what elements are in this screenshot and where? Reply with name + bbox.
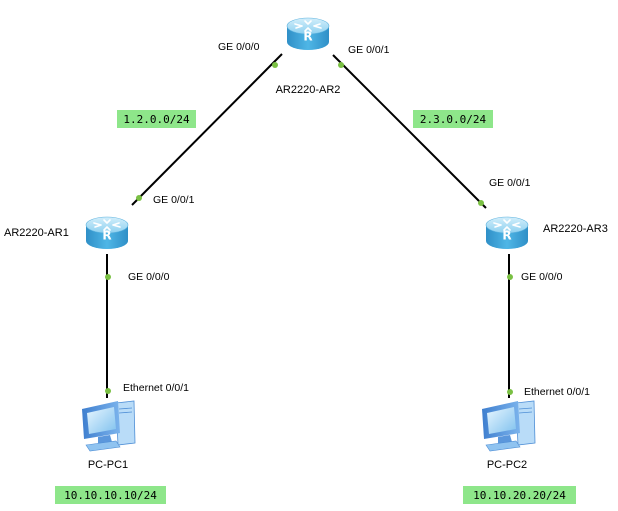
port-label-pc1-eth: Ethernet 0/0/1: [123, 382, 189, 394]
subnet-ar2-ar3-label: 2.3.0.0/24: [420, 113, 487, 126]
device-name-ar3: AR2220-AR3: [543, 223, 608, 235]
router-ar1[interactable]: AR2220-AR1: [4, 216, 129, 250]
port-label-ar2-ge000: GE 0/0/0: [218, 41, 260, 53]
link-ar1-ar2[interactable]: [131, 53, 283, 206]
pc-pc1[interactable]: PC-PC1: [81, 400, 136, 471]
port-dot-ar3-ge001: [478, 200, 484, 206]
port-dot-pc1-eth: [105, 388, 111, 394]
router-icon: [485, 216, 529, 250]
device-name-ar2: AR2220-AR2: [276, 84, 341, 96]
port-dots: [105, 62, 513, 395]
link-ar2-ar3[interactable]: [332, 54, 487, 209]
device-name-ar1: AR2220-AR1: [4, 227, 69, 239]
links: [106, 53, 510, 398]
port-label-ar1-ge001: GE 0/0/1: [153, 194, 195, 206]
subnet-pc2-label: 10.10.20.20/24: [473, 489, 566, 502]
port-dot-ar1-ge001: [136, 195, 142, 201]
subnet-ar1-ar2-label: 1.2.0.0/24: [123, 113, 190, 126]
subnet-pc1-box: [55, 486, 166, 504]
router-icon: [286, 17, 330, 51]
device-name-pc2: PC-PC2: [487, 459, 527, 471]
port-label-ar1-ge000: GE 0/0/0: [128, 271, 170, 283]
port-dot-ar3-ge000: [507, 274, 513, 280]
port-dot-ar2-ge000: [272, 62, 278, 68]
pc-icon: [481, 400, 536, 452]
pc-icon: [81, 400, 136, 452]
port-dot-ar2-ge001: [338, 62, 344, 68]
port-label-ar2-ge001: GE 0/0/1: [348, 44, 390, 56]
pc-pc2[interactable]: PC-PC2: [481, 400, 536, 471]
port-dot-ar1-ge000: [105, 274, 111, 280]
subnet-ar1-ar2-box: [117, 110, 196, 128]
router-icon: [85, 216, 129, 250]
router-ar2[interactable]: AR2220-AR2: [276, 17, 341, 96]
port-label-pc2-eth: Ethernet 0/0/1: [524, 386, 590, 398]
port-label-ar3-ge001: GE 0/0/1: [489, 177, 531, 189]
port-label-ar3-ge000: GE 0/0/0: [521, 271, 563, 283]
port-dot-pc2-eth: [507, 389, 513, 395]
subnet-ar2-ar3-box: [413, 110, 493, 128]
router-ar3[interactable]: AR2220-AR3: [485, 216, 608, 250]
device-name-pc1: PC-PC1: [88, 459, 128, 471]
subnet-pc1-label: 10.10.10.10/24: [64, 489, 157, 502]
subnet-pc2-box: [463, 486, 576, 504]
